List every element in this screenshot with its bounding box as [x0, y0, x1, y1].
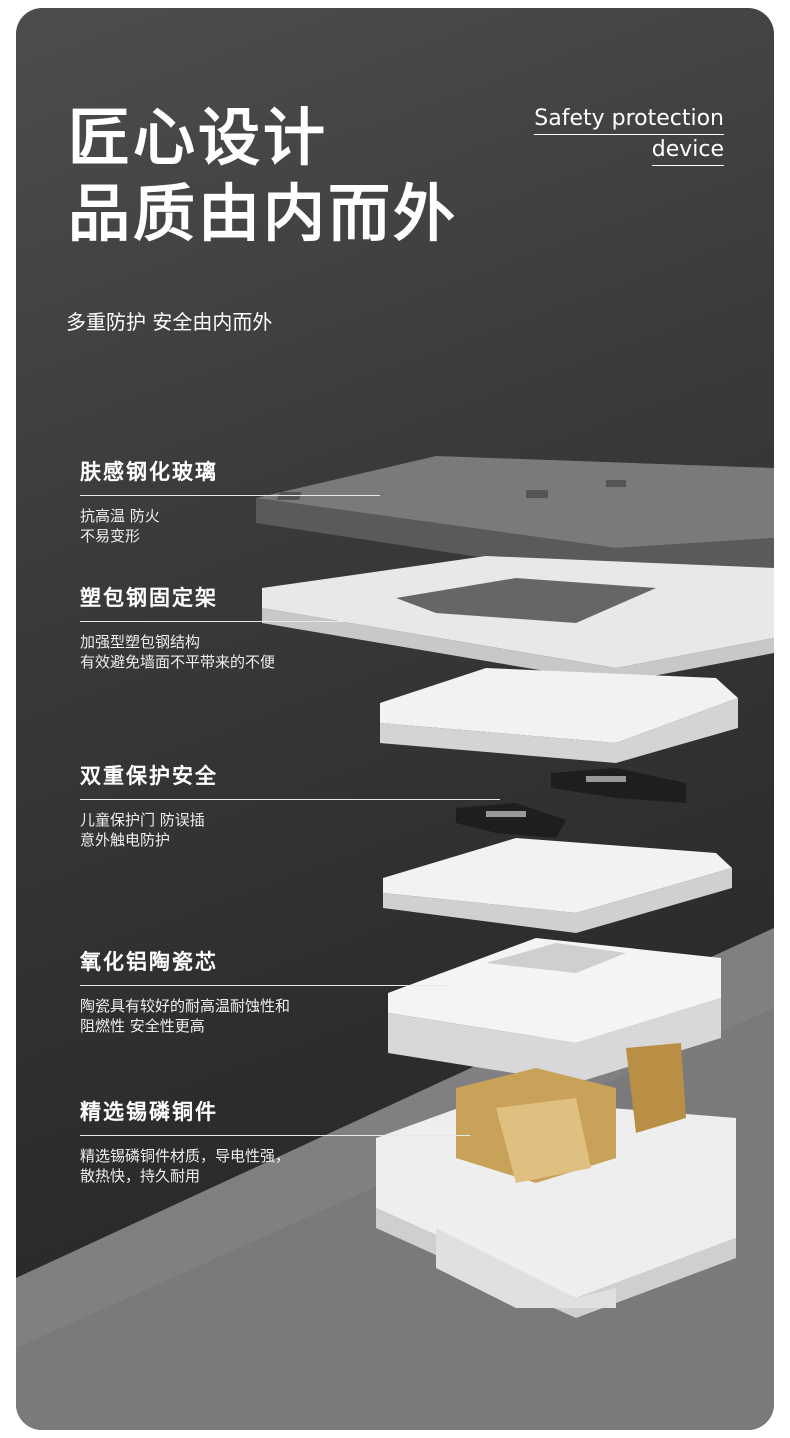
- feature-glass: 肤感钢化玻璃 抗高温 防火 不易变形: [80, 456, 380, 546]
- title-line-1: 匠心设计: [68, 101, 329, 174]
- divider: [80, 621, 480, 622]
- product-card: 匠心设计 品质由内而外 Safety protection device 多重防…: [16, 8, 774, 1430]
- feature-desc: 加强型塑包钢结构: [80, 633, 201, 651]
- steel-frame: [262, 556, 774, 683]
- exploded-socket-illustration: [256, 456, 774, 1318]
- feature-desc: 有效避免墙面不平带来的不便: [80, 653, 276, 671]
- glass-panel: [256, 456, 774, 578]
- feature-title: 肤感钢化玻璃: [80, 460, 218, 484]
- feature-desc: 陶瓷具有较好的耐高温耐蚀性和: [80, 997, 291, 1015]
- feature-desc: 意外触电防护: [80, 831, 171, 849]
- divider: [80, 495, 380, 496]
- divider: [80, 985, 450, 986]
- socket-base-with-copper: [376, 1043, 736, 1318]
- feature-title: 精选锡磷铜件: [80, 1100, 218, 1124]
- feature-title: 塑包钢固定架: [80, 586, 218, 610]
- shutter-plate: [383, 838, 732, 933]
- feature-desc: 散热快，持久耐用: [80, 1167, 201, 1185]
- feature-title: 氧化铝陶瓷芯: [80, 950, 218, 974]
- feature-desc: 不易变形: [80, 527, 141, 545]
- english-caption: Safety protection device: [534, 104, 724, 166]
- subtitle: 多重防护 安全由内而外: [66, 310, 273, 334]
- feature-desc: 抗高温 防火: [80, 507, 160, 525]
- feature-desc: 精选锡磷铜件材质，导电性强，: [80, 1147, 291, 1165]
- top-housing: [380, 668, 738, 763]
- feature-title: 双重保护安全: [80, 764, 218, 788]
- child-protection-shutters: [456, 768, 686, 838]
- title-line-2: 品质由内而外: [68, 177, 459, 250]
- english-line-2: device: [651, 135, 724, 166]
- divider: [80, 799, 500, 800]
- feature-frame: 塑包钢固定架 加强型塑包钢结构 有效避免墙面不平带来的不便: [80, 582, 480, 672]
- feature-copper: 精选锡磷铜件 精选锡磷铜件材质，导电性强， 散热快，持久耐用: [80, 1096, 470, 1186]
- feature-ceramic: 氧化铝陶瓷芯 陶瓷具有较好的耐高温耐蚀性和 阻燃性 安全性更高: [80, 946, 450, 1036]
- divider: [80, 1135, 470, 1136]
- feature-desc: 儿童保护门 防误插: [80, 811, 205, 829]
- page-title: 匠心设计 品质由内而外: [68, 100, 458, 252]
- english-line-1: Safety protection: [534, 104, 724, 135]
- feature-desc: 阻燃性 安全性更高: [80, 1017, 205, 1035]
- feature-double-protection: 双重保护安全 儿童保护门 防误插 意外触电防护: [80, 760, 500, 850]
